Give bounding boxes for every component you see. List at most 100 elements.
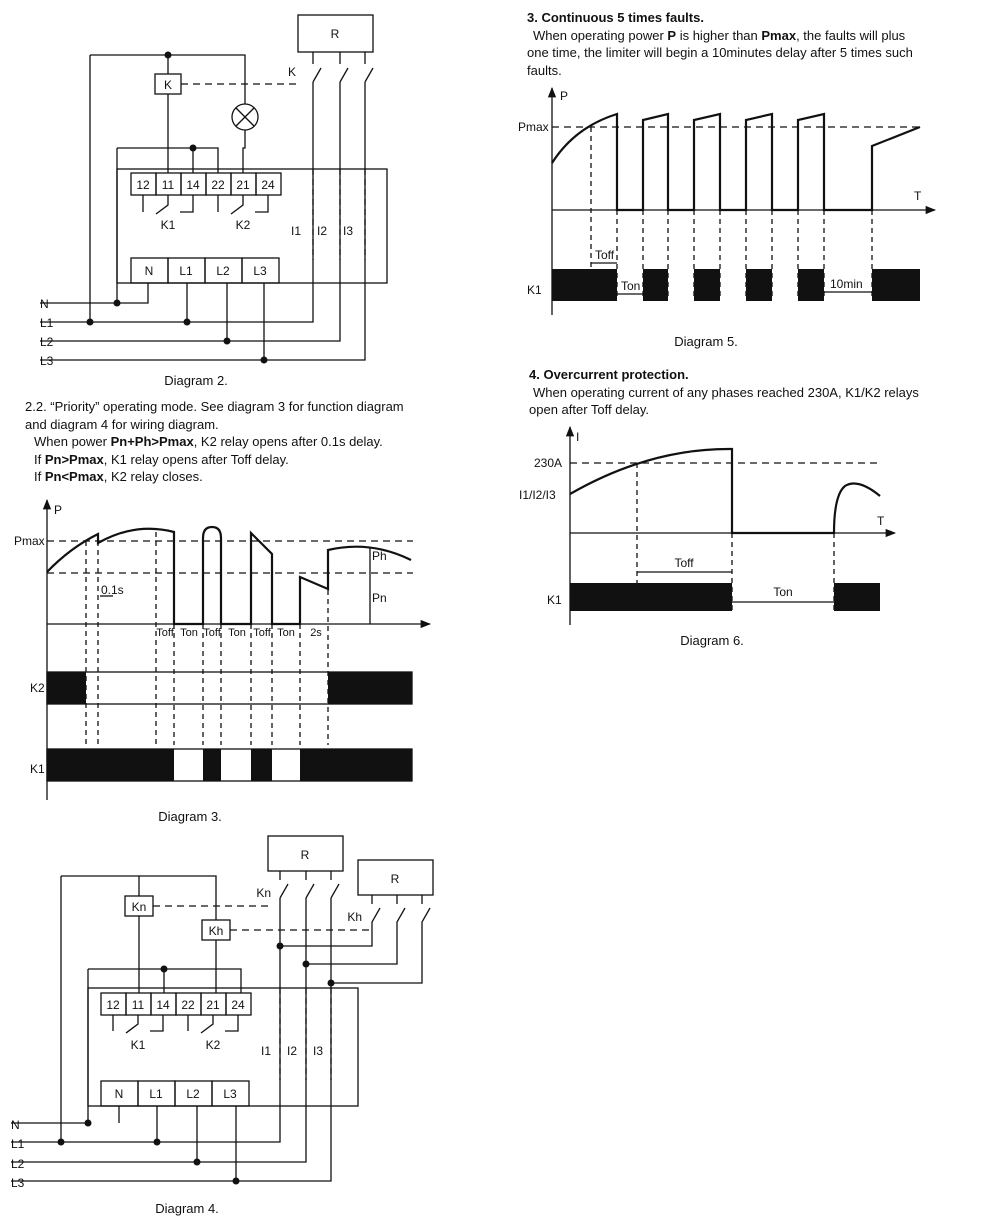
ph-label: Ph (372, 549, 387, 563)
k1-label: K1 (547, 593, 562, 607)
ton-label: Ton (773, 585, 792, 599)
delay-label: 0.1s (101, 583, 124, 597)
terminal-l3: L3 (253, 264, 267, 278)
k1-on-block (570, 583, 732, 611)
terminal-22: 22 (211, 178, 225, 192)
diagram-6-labels: I T 230A I1/I2/I3 Toff Ton K1 (519, 430, 885, 607)
k1-label: K1 (527, 283, 542, 297)
coil-kh-label: Kh (209, 924, 224, 938)
terminal-12: 12 (106, 998, 120, 1012)
contact-k1-label: K1 (131, 1038, 146, 1052)
section-4-text: 4. Overcurrent protection. When operatin… (529, 366, 919, 419)
section-3-line-1: When operating power P is higher than Pm… (533, 27, 906, 43)
interval-ton: Ton (277, 627, 295, 639)
terminal-l1: L1 (149, 1087, 163, 1101)
k1-on-block (872, 269, 920, 301)
coil-k-label: K (164, 78, 172, 92)
interval-ton: Ton (228, 627, 246, 639)
contact-k1-label: K1 (161, 218, 176, 232)
section-3-title: 3. Continuous 5 times faults. (527, 10, 704, 25)
priority-rule-1: When power Pn+Ph>Pmax, K2 relay opens af… (34, 434, 383, 449)
relay-kn-label: Kn (256, 886, 271, 900)
line-n-label: N (11, 1118, 20, 1132)
k1-on-block (300, 749, 412, 781)
terminal-14: 14 (156, 998, 170, 1012)
section-3-line-3: faults. (527, 62, 562, 78)
terminal-n: N (115, 1087, 124, 1101)
power-curve (551, 112, 921, 212)
diagram-3-labels: P Pmax Ph Pn 0.1s Toff Ton Toff Ton Toff… (14, 503, 387, 776)
lamp-icon (231, 103, 259, 131)
diagram-4-caption: Diagram 4. (155, 1201, 219, 1216)
i-axis-label: I (576, 430, 579, 444)
diagram-5-states (552, 269, 920, 301)
section-4-line-2: open after Toff delay. (529, 402, 649, 417)
relay-box-r1-label: R (301, 848, 310, 862)
power-curve (46, 525, 412, 626)
terminal-l2: L2 (186, 1087, 200, 1101)
section-3-line-2: one time, the limiter will begin a 10min… (527, 45, 913, 60)
k1-on-block (552, 269, 617, 301)
k2-on-block (328, 672, 412, 704)
terminal-21: 21 (236, 178, 250, 192)
input-i3: I3 (313, 1044, 323, 1058)
terminal-24: 24 (261, 178, 275, 192)
diagram-5-labels: P T Pmax Toff Ton 10min K1 (518, 89, 922, 297)
section-4-line-1: When operating current of any phases rea… (533, 384, 919, 400)
input-i1: I1 (261, 1044, 271, 1058)
k1-on-block (798, 269, 824, 301)
k1-label: K1 (30, 762, 45, 776)
diagram-6-caption: Diagram 6. (680, 633, 744, 648)
line-l3-label: L3 (11, 1176, 25, 1190)
diagram-5-caption: Diagram 5. (674, 334, 738, 349)
diagram-6-function (565, 425, 897, 625)
t-axis-label: T (877, 514, 885, 528)
line-l3-label: L3 (40, 354, 54, 368)
pmax-label: Pmax (518, 120, 549, 134)
terminal-24: 24 (231, 998, 245, 1012)
diagram-3-states (47, 672, 412, 781)
terminal-22: 22 (181, 998, 195, 1012)
line-l2-label: L2 (11, 1157, 25, 1171)
toff-label: Toff (595, 248, 615, 262)
input-i3: I3 (343, 224, 353, 238)
toff-label: Toff (674, 556, 694, 570)
terminal-21: 21 (206, 998, 220, 1012)
terminal-11: 11 (132, 998, 145, 1012)
interval-toff: Toff (156, 627, 174, 639)
k1-on-block (694, 269, 720, 301)
k1-on-block (47, 749, 174, 781)
terminal-l3: L3 (223, 1087, 237, 1101)
priority-line-2: and diagram 4 for wiring diagram. (25, 416, 219, 432)
line-n-label: N (40, 297, 49, 311)
k2-label: K2 (30, 681, 45, 695)
interval-toff: Toff (253, 627, 271, 639)
k1-on-block (251, 749, 272, 781)
priority-mode-text: 2.2. “Priority” operating mode. See diag… (25, 398, 404, 486)
t-axis-label: T (914, 189, 922, 203)
diagram-3-caption: Diagram 3. (158, 809, 222, 824)
relay-box-r2 (357, 859, 434, 896)
diagram-4-wiring (11, 835, 434, 1182)
diagram-2-labels: R K K 12 11 14 22 21 24 K1 K2 I1 I2 I3 N… (40, 27, 353, 368)
terminal-l2: L2 (216, 264, 230, 278)
diagram-2-junctions (86, 51, 268, 364)
relay-box-r (297, 14, 374, 53)
diagram-6-states (570, 583, 880, 611)
p-axis-label: P (560, 89, 568, 103)
interval-2s: 2s (310, 627, 322, 639)
input-i1: I1 (291, 224, 301, 238)
terminal-14: 14 (186, 178, 200, 192)
relay-box-r2-label: R (391, 872, 400, 886)
line-l1-label: L1 (40, 316, 54, 330)
interval-ton: Ton (180, 627, 198, 639)
priority-line-1: 2.2. “Priority” operating mode. See diag… (25, 399, 404, 414)
k1-on-block (203, 749, 221, 781)
diagram-5-function (547, 86, 937, 315)
current-label: I1/I2/I3 (519, 488, 556, 502)
terminal-l1: L1 (179, 264, 193, 278)
priority-rule-2: If Pn>Pmax, K1 relay opens after Toff de… (34, 451, 289, 467)
terminal-n: N (145, 264, 154, 278)
diagram-2-wiring (40, 14, 388, 361)
